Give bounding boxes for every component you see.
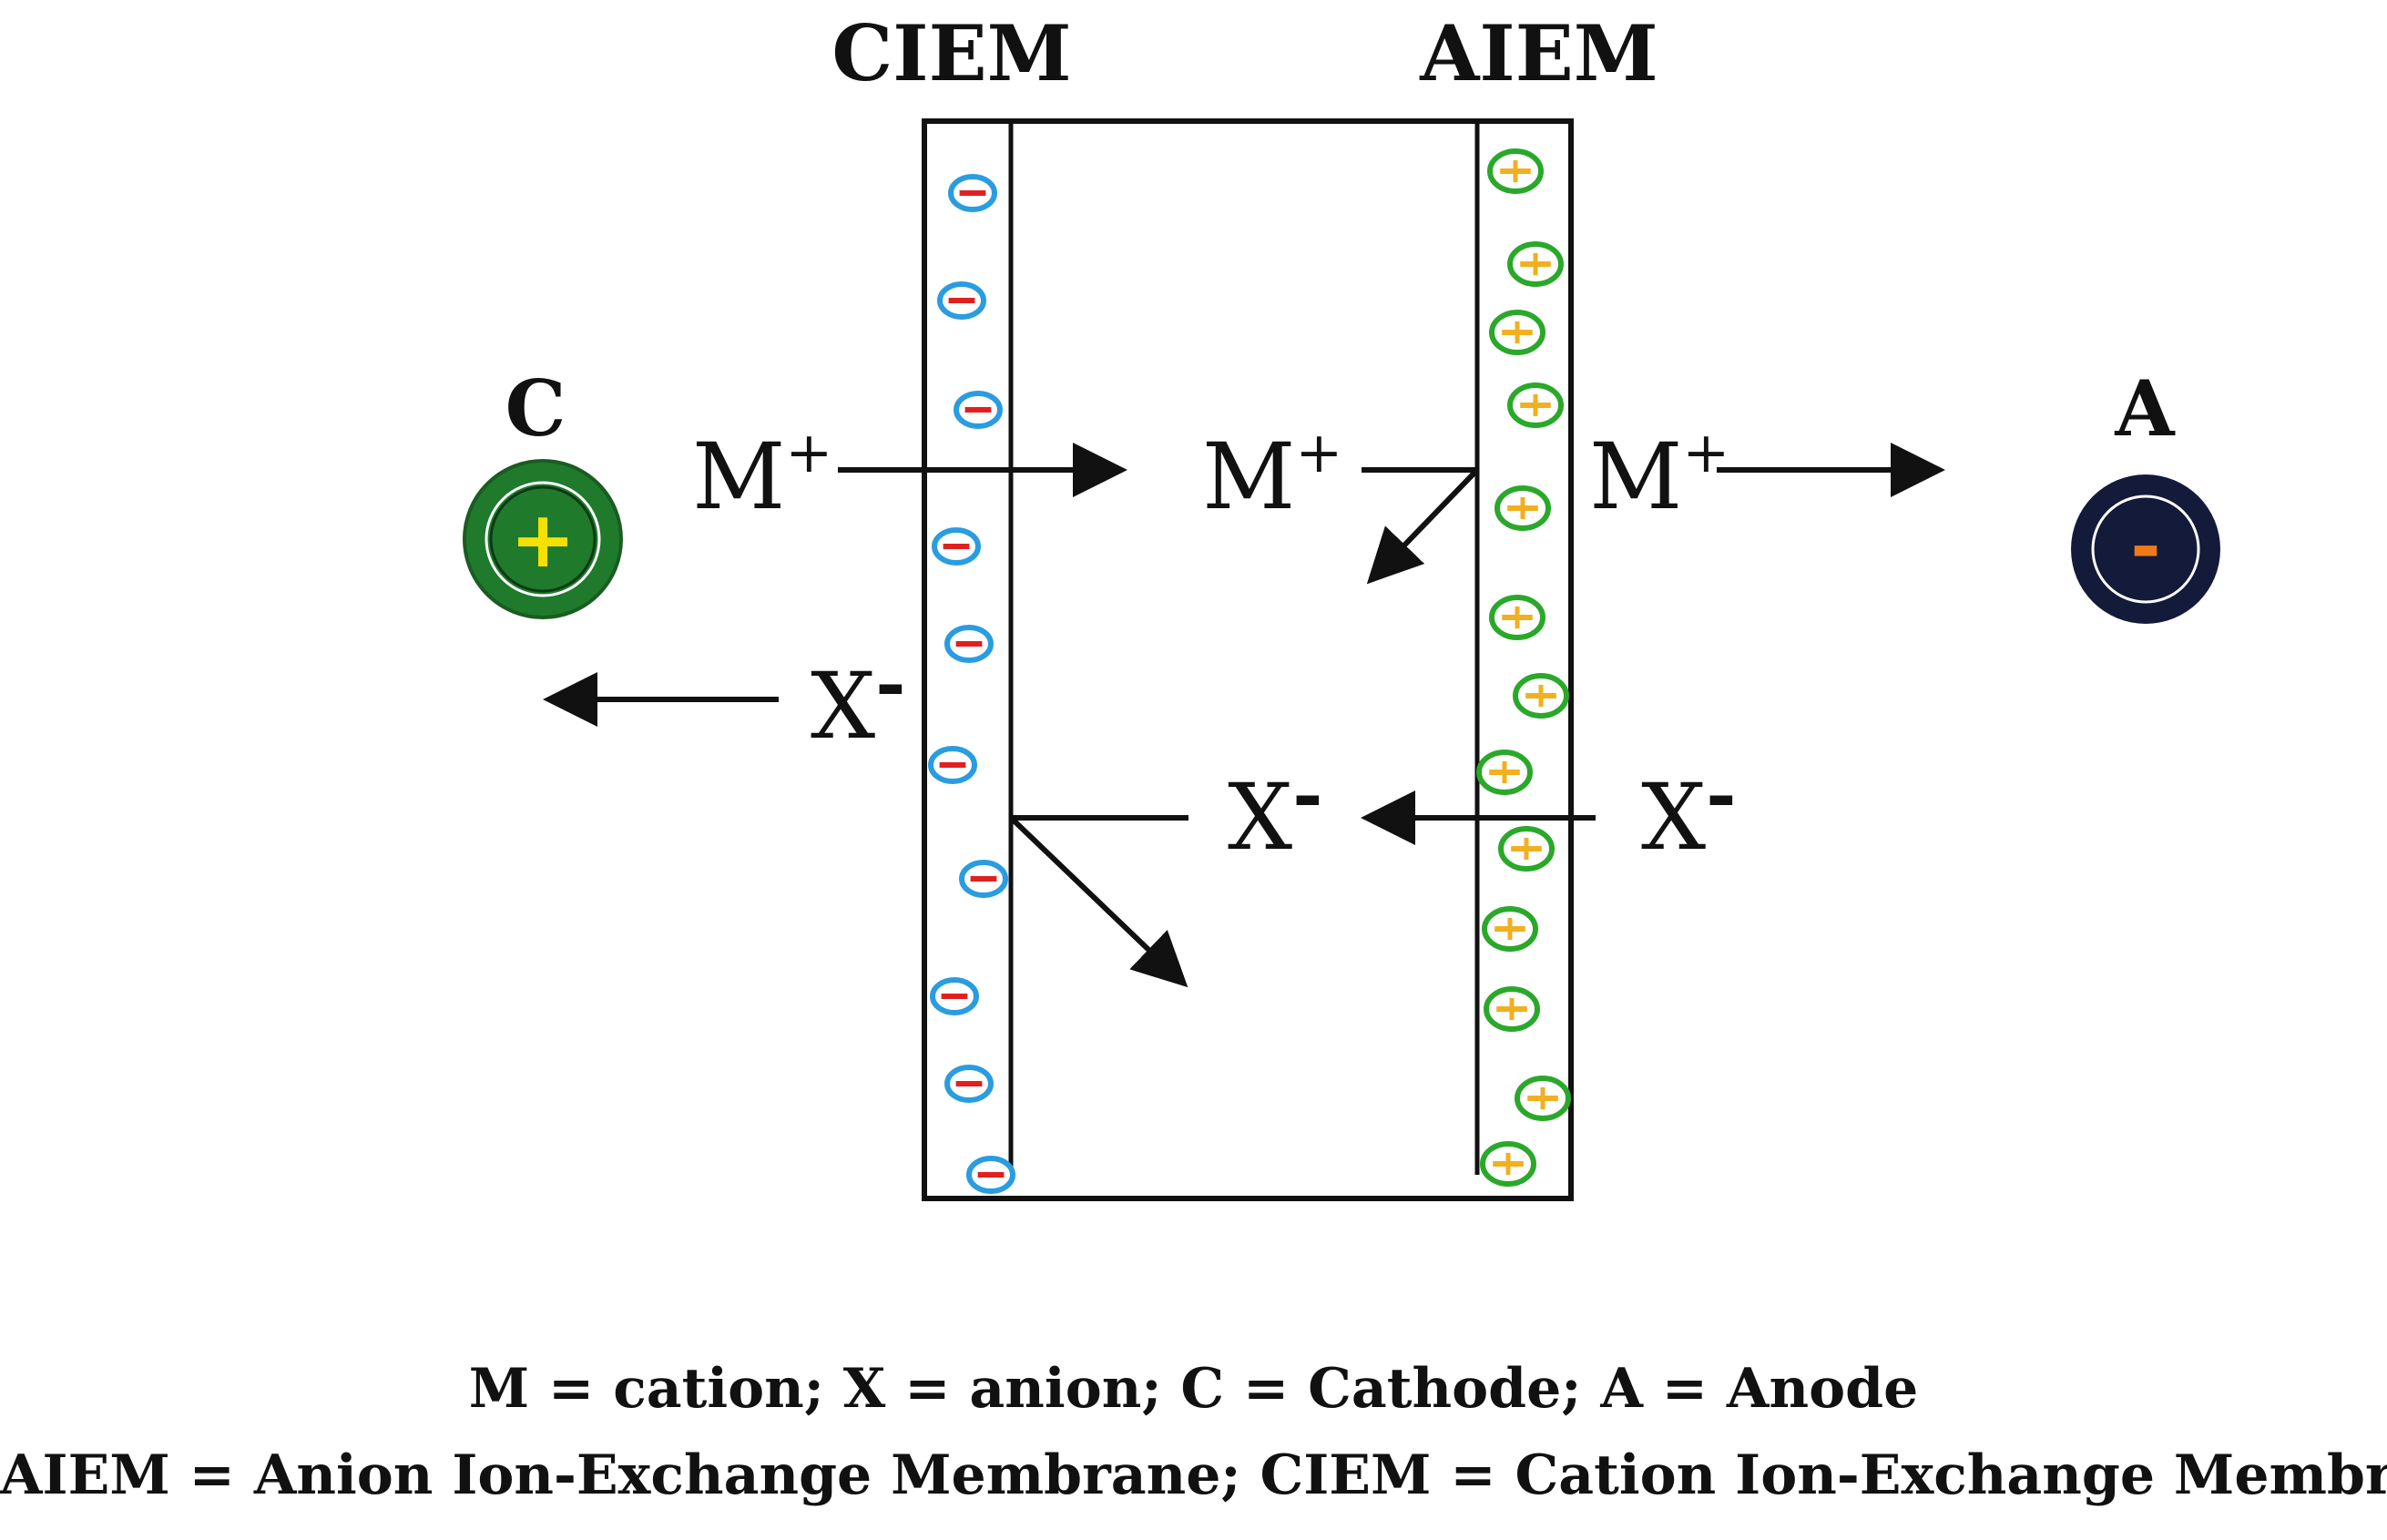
ciem-negative-charge — [930, 977, 979, 1015]
anion-label-left: X- — [811, 640, 905, 760]
cation-reflected-arrow — [1366, 467, 1480, 585]
cation-label-left: M+ — [692, 419, 832, 530]
aiem-positive-charge — [1513, 673, 1569, 719]
caption-line-1: M = cation; X = anion; C = Cathode; A = … — [468, 1357, 1919, 1421]
ciem-negative-charge — [932, 527, 981, 566]
ciem-negative-charge — [944, 625, 994, 663]
cathode-electrode: + — [463, 459, 623, 619]
aiem-positive-charge — [1507, 241, 1564, 287]
ciem-negative-charge — [937, 281, 986, 320]
ciem-label: CIEM — [831, 8, 1071, 98]
aiem-positive-charge — [1484, 986, 1540, 1032]
aiem-positive-charge — [1476, 750, 1533, 795]
anion-label-middle: X- — [1228, 751, 1322, 871]
ciem-negative-charge — [966, 1156, 1015, 1194]
aiem-positive-charge — [1494, 485, 1551, 531]
ciem-negative-charge — [944, 1065, 994, 1103]
aiem-label: AIEM — [1419, 8, 1658, 98]
anion-label-right: X- — [1641, 751, 1736, 871]
ciem-fixed-charges — [928, 174, 1015, 1194]
cation-label-right: M+ — [1589, 419, 1729, 530]
aiem-positive-charge — [1489, 595, 1545, 640]
aiem-positive-charge — [1515, 1076, 1571, 1121]
anode-minus-sign: - — [2130, 505, 2160, 589]
cation-label-middle: M+ — [1202, 419, 1342, 530]
aiem-positive-charge — [1489, 310, 1545, 355]
cell-compartment — [922, 118, 1574, 1201]
anode-electrode: - — [2071, 474, 2220, 624]
aiem-positive-charge — [1480, 1141, 1536, 1187]
aiem-positive-charge — [1482, 906, 1538, 952]
ciem-negative-charge — [948, 174, 997, 212]
cathode-label: C — [505, 363, 566, 454]
anion-reflected-arrow — [1008, 815, 1188, 988]
caption-line-2: AIEM = Anion Ion-Exchange Membrane; CIEM… — [0, 1443, 2387, 1507]
aiem-fixed-charges — [1476, 148, 1571, 1187]
aiem-positive-charge — [1487, 148, 1544, 194]
ciem-negative-charge — [954, 391, 1003, 429]
anode-label: A — [2114, 363, 2176, 454]
cathode-plus-sign: + — [510, 495, 576, 586]
aiem-positive-charge — [1507, 382, 1564, 428]
ciem-negative-charge — [959, 860, 1008, 898]
aiem-positive-charge — [1498, 826, 1555, 872]
ciem-negative-charge — [928, 746, 977, 784]
